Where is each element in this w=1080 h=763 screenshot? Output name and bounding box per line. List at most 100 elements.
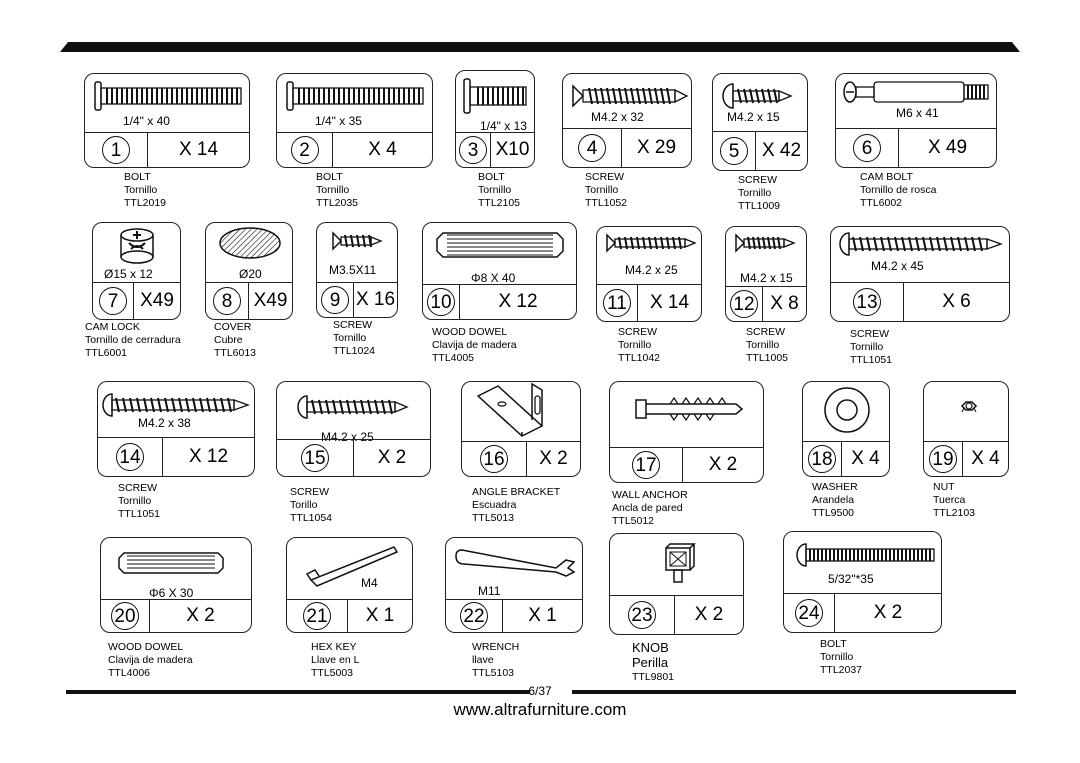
part-number: 14 [98, 438, 163, 476]
part-number: 24 [784, 594, 835, 632]
part-11-box: M4.2 x 25 11 X 14 [596, 226, 702, 322]
part-17-box: 17 X 2 [609, 381, 764, 483]
part-13-box: M4.2 x 45 13 X 6 [830, 226, 1010, 322]
part-number: 7 [93, 283, 134, 319]
part-19-box: 19 X 4 [923, 381, 1009, 477]
part-quantity: X 49 [927, 137, 968, 158]
part-quantity: X 29 [636, 137, 677, 158]
part-size: Ø20 [239, 267, 262, 281]
part-16-box: 16 X 2 [461, 381, 581, 477]
part-number: 13 [831, 283, 904, 321]
part-size: Φ6 X 30 [149, 586, 194, 600]
part-quantity: X 4 [368, 139, 397, 160]
part-quantity: X 6 [942, 291, 971, 312]
part-quantity: X 2 [694, 604, 724, 625]
part-size: M4.2 x 25 [321, 430, 374, 444]
part-number: 10 [423, 285, 460, 319]
part-size: M6 x 41 [896, 106, 939, 120]
part-number: 4 [563, 129, 622, 167]
part-number: 5 [713, 132, 756, 170]
part-number: 16 [462, 442, 527, 476]
part-quantity: X 14 [649, 292, 690, 313]
part-number: 11 [597, 285, 638, 321]
part-quantity: X 2 [708, 454, 738, 475]
part-number: 17 [610, 448, 683, 482]
part-4-box: M4.2 x 32 4 X 29 [562, 73, 692, 168]
part-18-box: 18 X 4 [802, 381, 890, 477]
page-number: 6/37 [528, 684, 552, 698]
footer-rule-left [66, 690, 530, 694]
part-number: 19 [924, 442, 963, 476]
part-number: 3 [456, 133, 491, 167]
part-quantity: X 1 [528, 605, 557, 626]
part-quantity: X 4 [851, 448, 880, 469]
part-size: Φ8 X 40 [471, 271, 516, 285]
part-size: M4 [361, 576, 378, 590]
part-size: M4.2 x 15 [740, 271, 793, 285]
part-size: 1/4" x 13 [480, 119, 527, 133]
part-quantity: X 12 [498, 291, 538, 312]
website-url: www.altrafurniture.com [453, 700, 627, 719]
part-size: M11 [478, 584, 501, 598]
part-size: M4.2 x 45 [871, 259, 924, 273]
top-banner-bar [60, 42, 1020, 52]
part-size: M3.5X11 [329, 263, 377, 277]
part-size: Ø15 x 12 [104, 267, 153, 281]
part-quantity: X 16 [355, 289, 396, 310]
part-15-box: M4.2 x 25 15 X 2 [276, 381, 431, 477]
part-quantity: X 12 [188, 446, 229, 467]
part-20-box: Φ6 X 30 20 X 2 [100, 537, 252, 633]
part-quantity: X 2 [873, 602, 903, 623]
part-10-box: Φ8 X 40 10 X 12 [422, 222, 577, 320]
part-number: 23 [610, 596, 675, 634]
part-quantity: X 14 [178, 139, 219, 160]
part-quantity: X10 [495, 139, 530, 160]
part-size: 1/4" x 35 [315, 114, 362, 128]
part-size: M4.2 x 32 [591, 110, 644, 124]
part-number: 20 [101, 600, 150, 632]
part-quantity: X49 [253, 290, 288, 311]
part-number: 22 [446, 600, 503, 632]
part-quantity: X 1 [365, 605, 395, 626]
part-23-box: 23 X 2 [609, 533, 744, 635]
part-quantity: X 2 [539, 448, 568, 469]
part-number: 9 [317, 283, 354, 317]
part-quantity: X 42 [761, 140, 802, 161]
part-number: 12 [726, 287, 763, 321]
part-number: 15 [277, 440, 354, 476]
part-quantity: X 2 [377, 447, 407, 468]
part-size: M4.2 x 38 [138, 416, 191, 430]
part-quantity: X 4 [971, 448, 1000, 469]
part-22-box: M11 22 X 1 [445, 537, 583, 633]
part-number: 18 [803, 442, 842, 476]
footer-rule-right [572, 690, 1016, 694]
part-quantity: X 2 [186, 605, 215, 626]
part-size: M4.2 x 25 [625, 263, 678, 277]
part-14-box: M4.2 x 38 14 X 12 [97, 381, 255, 477]
